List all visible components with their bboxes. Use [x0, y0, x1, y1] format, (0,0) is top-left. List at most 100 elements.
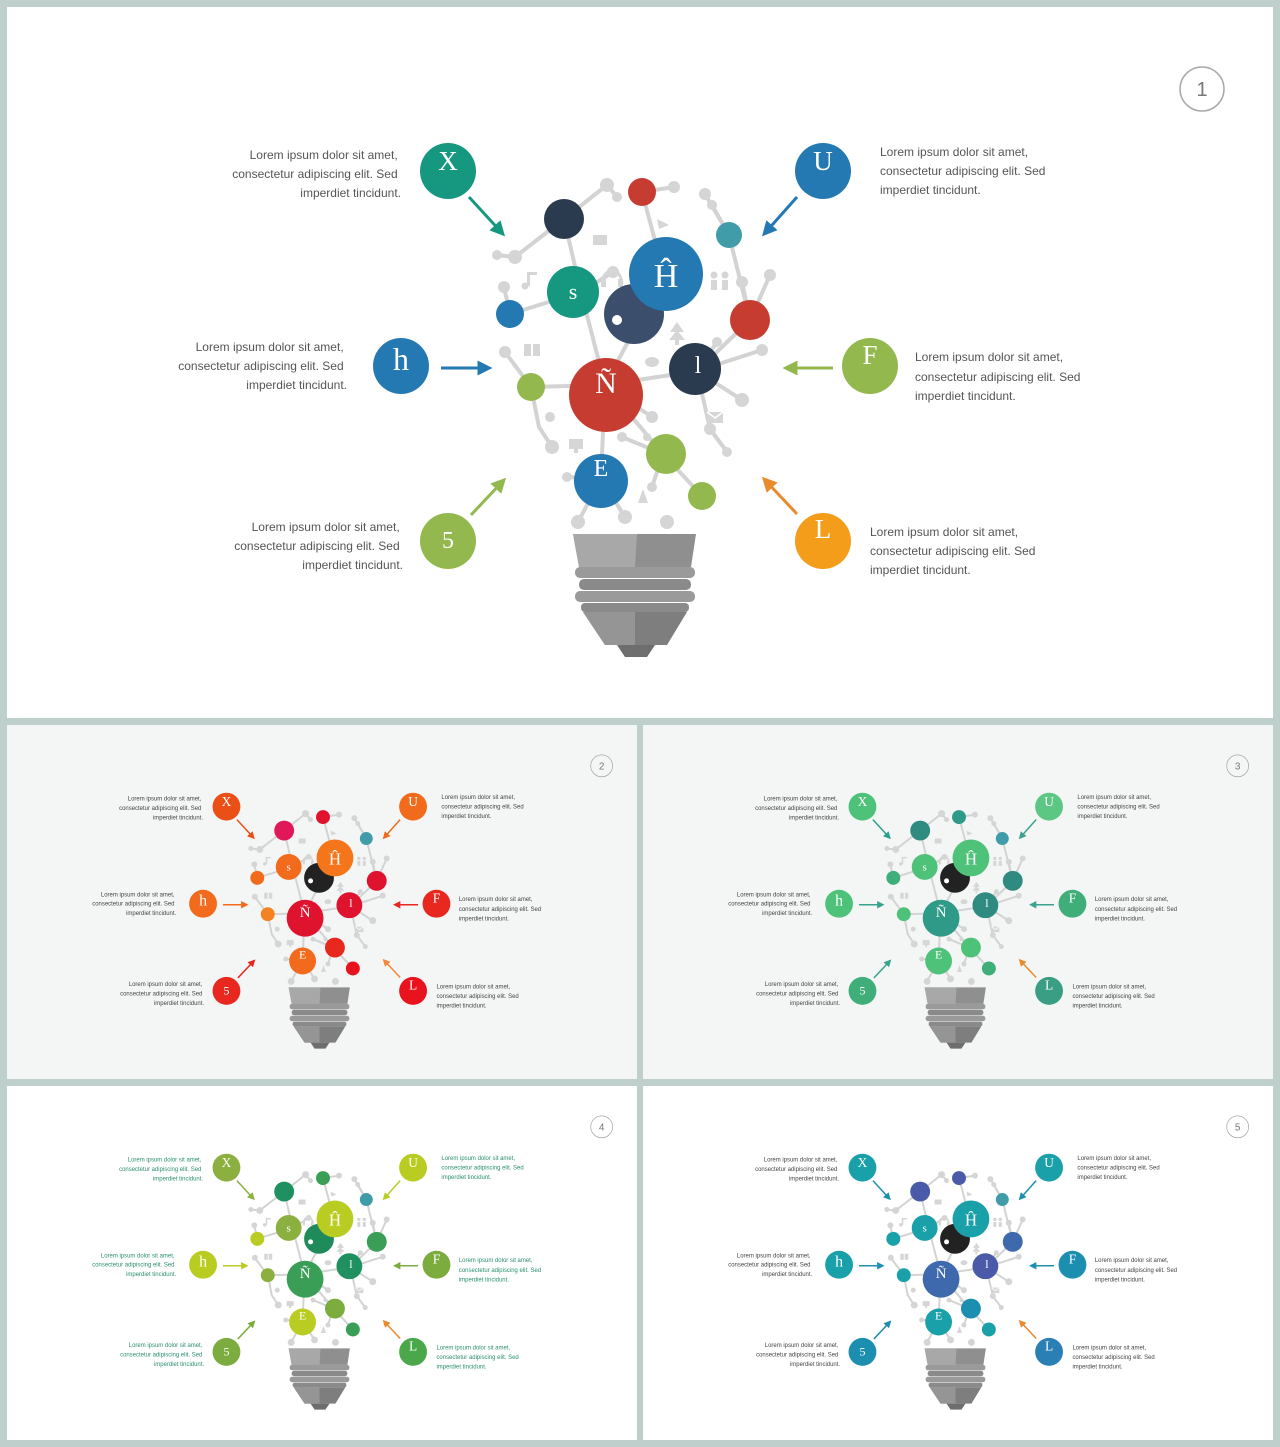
network-nodes: [884, 1171, 1026, 1346]
bulb-letter-e[interactable]: E: [925, 1309, 953, 1336]
callout-u[interactable]: U: [399, 1153, 427, 1182]
description-h: Lorem ipsum dolor sit amet, consectetur …: [178, 340, 347, 392]
green-circle-bottom: [981, 961, 996, 976]
callout-f[interactable]: F: [422, 1250, 451, 1279]
callout-l[interactable]: L: [1035, 976, 1063, 1005]
bulb-letter-h-circumflex[interactable]: Ĥ: [316, 1200, 354, 1238]
svg-text:Ñ: Ñ: [595, 367, 617, 400]
callout-u[interactable]: U: [1035, 792, 1063, 821]
callout-u[interactable]: U: [795, 143, 851, 199]
callout-u[interactable]: U: [1035, 1153, 1063, 1182]
callout-f[interactable]: F: [422, 889, 451, 918]
svg-text:h: h: [393, 341, 409, 377]
callout-f[interactable]: F: [1058, 889, 1087, 918]
slide-number-badge[interactable]: 2: [590, 754, 613, 778]
green-circle-left: [896, 907, 911, 922]
leaf-icon: [960, 899, 968, 905]
red-circle-top: [952, 810, 966, 825]
mail-icon: [355, 926, 364, 933]
slide-2[interactable]: 2: [7, 725, 637, 1079]
bulb-letter-h-circumflex[interactable]: Ĥ: [952, 1200, 990, 1238]
bulb-letter-e[interactable]: E: [574, 454, 628, 508]
bulb-letter-e[interactable]: E: [289, 948, 317, 975]
callout-l[interactable]: L: [1035, 1337, 1063, 1366]
callout-x[interactable]: X: [212, 1153, 241, 1182]
slide-number-badge[interactable]: 3: [1226, 754, 1249, 778]
book-icon: [900, 892, 909, 899]
bulb-letter-s[interactable]: s: [911, 853, 938, 880]
callout-5[interactable]: 5: [848, 1337, 877, 1366]
bulb-letter-s[interactable]: s: [911, 1214, 938, 1241]
bulb-letter-n-tilde[interactable]: Ñ: [922, 899, 960, 937]
music-note-icon: [899, 1217, 907, 1227]
callout-h[interactable]: h: [825, 889, 853, 918]
bulb-letter-e[interactable]: E: [925, 948, 953, 975]
slide-5[interactable]: 5: [643, 1086, 1273, 1440]
bulb-letter-h-circumflex[interactable]: Ĥ: [629, 237, 703, 311]
callout-h[interactable]: h: [825, 1250, 853, 1279]
slide-number-badge[interactable]: 1: [1179, 66, 1225, 112]
slide-1[interactable]: 1: [7, 7, 1273, 718]
callout-u[interactable]: U: [399, 792, 427, 821]
bulb-letter-n-tilde[interactable]: Ñ: [286, 899, 324, 937]
bulb-letter-n-tilde[interactable]: Ñ: [922, 1260, 960, 1298]
bulb-letter-n-tilde[interactable]: Ñ: [286, 1260, 324, 1298]
slide-number-badge[interactable]: 4: [590, 1115, 613, 1139]
callout-5[interactable]: 5: [420, 513, 476, 569]
callout-5[interactable]: 5: [212, 976, 241, 1005]
callout-5[interactable]: 5: [848, 976, 877, 1005]
callout-h[interactable]: h: [189, 1250, 217, 1279]
bulb-letter-h-circumflex[interactable]: Ĥ: [952, 839, 990, 877]
bulb-letter-l[interactable]: l: [336, 892, 363, 919]
svg-text:s: s: [569, 279, 578, 304]
svg-text:U: U: [408, 794, 418, 809]
monitor-icon: [922, 940, 930, 948]
bulb-letter-s[interactable]: s: [547, 266, 599, 318]
callout-x[interactable]: X: [848, 792, 877, 821]
callout-x[interactable]: X: [420, 143, 476, 199]
bulb-letter-l[interactable]: l: [336, 1253, 363, 1280]
callout-h[interactable]: h: [373, 338, 429, 394]
svg-text:s: s: [287, 1222, 291, 1234]
monitor-icon: [286, 940, 294, 948]
arrows: [222, 819, 419, 979]
arrow-l: [1018, 1319, 1037, 1339]
callout-l[interactable]: L: [399, 976, 427, 1005]
svg-text:s: s: [287, 861, 291, 873]
callout-5[interactable]: 5: [212, 1337, 241, 1366]
highlight-dot: [944, 1239, 950, 1245]
slide-3[interactable]: 3: [643, 725, 1273, 1079]
callout-l[interactable]: L: [795, 513, 851, 569]
teal-circle-small: [359, 832, 373, 845]
description-x: Lorem ipsum dolor sit amet, consectetur …: [119, 797, 203, 822]
cloud-icon: [330, 1191, 337, 1197]
bulb-letter-s[interactable]: s: [275, 1214, 302, 1241]
rocket-icon: [957, 964, 962, 972]
slide-4[interactable]: 4: [7, 1086, 637, 1440]
svg-text:l: l: [349, 896, 353, 910]
cloud-icon: [966, 1191, 973, 1197]
bulb-letter-l[interactable]: l: [669, 343, 721, 395]
green-circle-mid: [324, 1298, 345, 1319]
background-icons: [899, 830, 1003, 972]
bulb-letter-h-circumflex[interactable]: Ĥ: [316, 839, 354, 877]
slide-number-badge[interactable]: 5: [1226, 1115, 1249, 1139]
callout-x[interactable]: X: [848, 1153, 877, 1182]
bulb-letter-e[interactable]: E: [289, 1309, 317, 1336]
svg-text:Ñ: Ñ: [936, 905, 947, 921]
callout-f[interactable]: F: [842, 338, 898, 394]
green-circle-mid: [960, 937, 981, 958]
bulb-letter-s[interactable]: s: [275, 853, 302, 880]
callout-f[interactable]: F: [1058, 1250, 1087, 1279]
bulb-letter-l[interactable]: l: [972, 1253, 999, 1280]
camera-icon: [593, 235, 607, 245]
bulb-letter-n-tilde[interactable]: Ñ: [569, 358, 643, 432]
arrow-l: [761, 476, 799, 516]
bulb-letter-l[interactable]: l: [972, 892, 999, 919]
svg-text:F: F: [433, 1252, 440, 1267]
green-circle-bottom: [981, 1322, 996, 1337]
callout-x[interactable]: X: [212, 792, 241, 821]
callout-l[interactable]: L: [399, 1337, 427, 1366]
leaf-icon: [324, 1260, 332, 1266]
callout-h[interactable]: h: [189, 889, 217, 918]
